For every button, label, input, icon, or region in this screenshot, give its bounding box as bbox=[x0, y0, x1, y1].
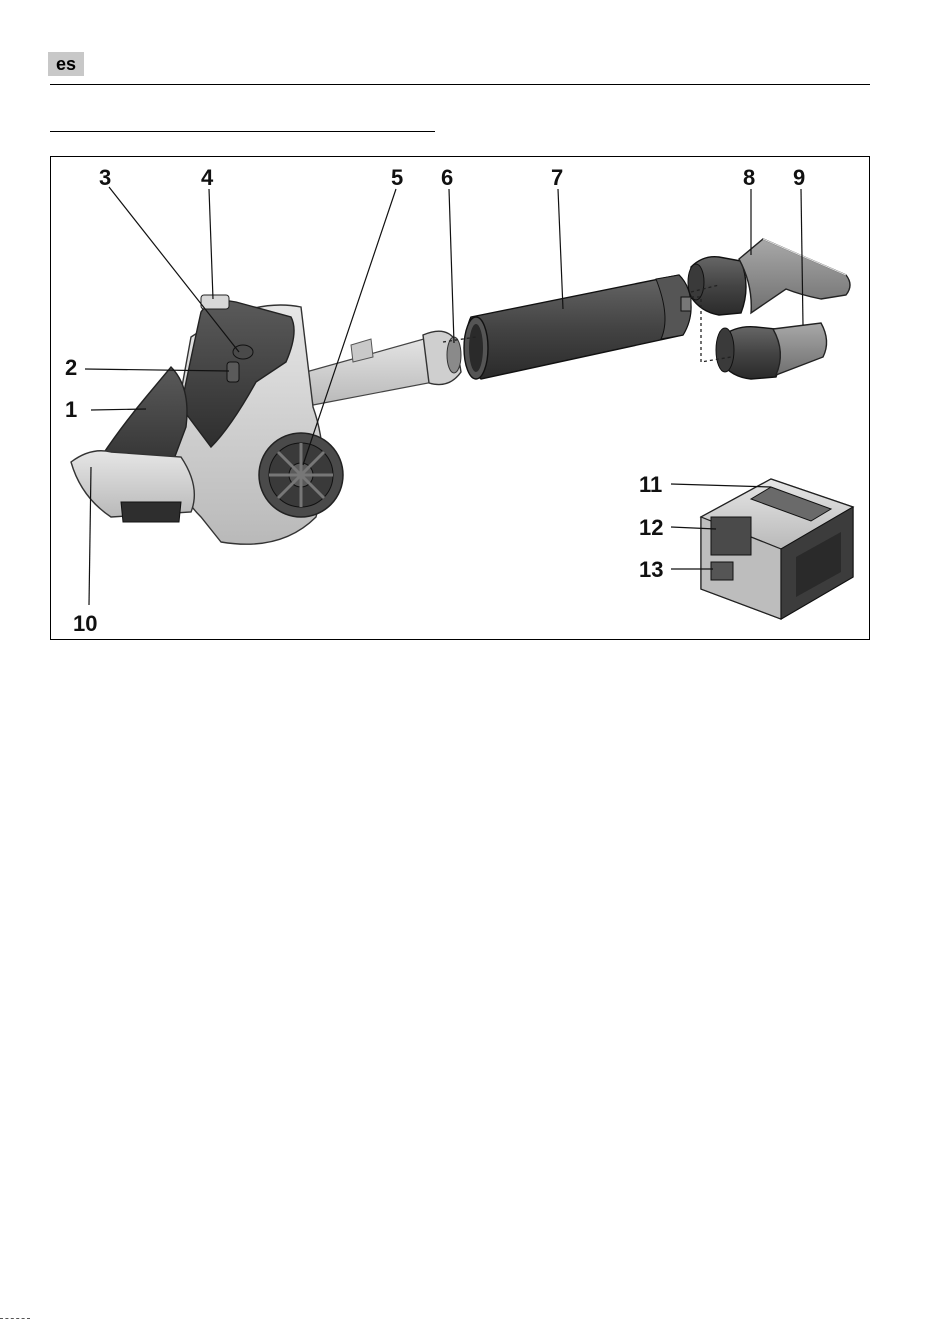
callout-12: 12 bbox=[639, 515, 663, 540]
product-illustration-frame: 1 2 3 4 5 6 7 8 9 10 11 12 13 bbox=[50, 156, 870, 640]
callout-13: 13 bbox=[639, 557, 663, 582]
callout-2: 2 bbox=[65, 355, 77, 380]
section-title-rule bbox=[50, 131, 435, 132]
round-nozzle bbox=[716, 323, 827, 379]
callout-3: 3 bbox=[99, 165, 111, 190]
callout-1: 1 bbox=[65, 397, 77, 422]
battery-pack bbox=[701, 479, 853, 619]
callout-7: 7 bbox=[551, 165, 563, 190]
callout-5: 5 bbox=[391, 165, 403, 190]
callout-9: 9 bbox=[793, 165, 805, 190]
leaf-blower-illustration: 1 2 3 4 5 6 7 8 9 10 11 12 13 bbox=[51, 157, 869, 638]
header-rule bbox=[50, 84, 870, 85]
flat-nozzle bbox=[688, 239, 850, 315]
language-badge: es bbox=[48, 52, 84, 76]
crop-mark bbox=[0, 1318, 30, 1322]
callout-10: 10 bbox=[73, 611, 97, 636]
blow-tube bbox=[464, 275, 691, 379]
callout-8: 8 bbox=[743, 165, 755, 190]
callout-4: 4 bbox=[201, 165, 214, 190]
callout-6: 6 bbox=[441, 165, 453, 190]
callout-11: 11 bbox=[639, 472, 662, 497]
blower-body bbox=[71, 295, 461, 544]
